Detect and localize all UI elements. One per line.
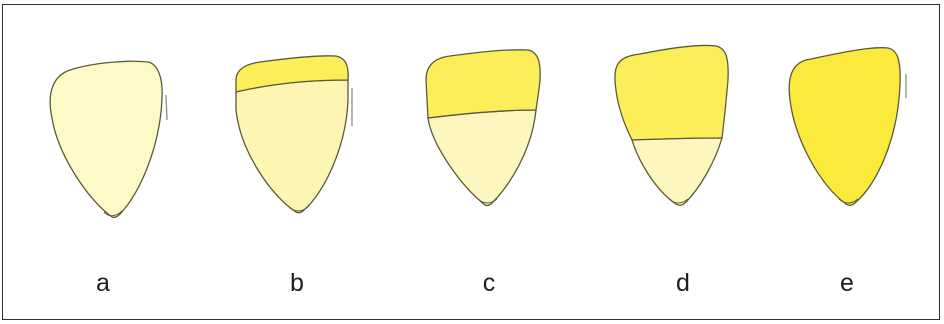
kernel-d xyxy=(615,45,728,205)
kernel-a-body xyxy=(50,61,162,217)
kernel-d-cap xyxy=(615,45,728,140)
kernel-e-body xyxy=(789,48,900,206)
kernel-c-base xyxy=(428,110,536,206)
kernel-b-label: b xyxy=(277,268,317,298)
kernel-b xyxy=(236,56,352,213)
kernel-d-label: d xyxy=(663,268,703,298)
kernel-c-cap xyxy=(426,50,540,118)
kernel-d-base xyxy=(632,138,722,205)
kernel-e-label: e xyxy=(827,268,867,298)
kernel-a xyxy=(50,61,167,217)
kernel-a-label: a xyxy=(83,268,123,298)
kernel-a-edge-mark xyxy=(166,95,167,120)
kernel-c-label: c xyxy=(469,268,509,298)
kernel-c xyxy=(426,50,540,206)
kernel-b-base xyxy=(236,80,348,213)
kernel-e xyxy=(789,48,906,206)
